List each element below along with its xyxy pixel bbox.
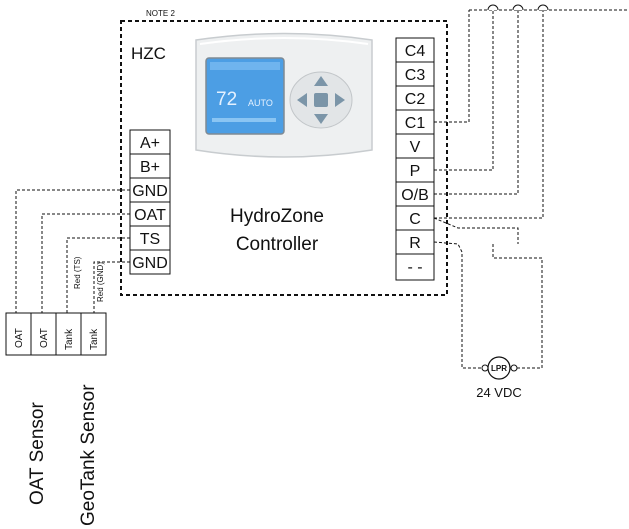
wire-lpr-return	[492, 244, 543, 369]
wire-o-b	[434, 10, 519, 195]
up-arrow-icon	[314, 76, 328, 86]
wire-r	[433, 241, 481, 369]
controller-name-line2: Controller	[236, 234, 319, 255]
wire-c-lower	[433, 217, 519, 244]
wire-oat	[41, 213, 130, 313]
wire-label-red-gnd: Red (GND)	[96, 262, 105, 302]
left-terminal-block: A+ B+ GND OAT TS GND	[129, 129, 171, 275]
control-wires	[433, 9, 629, 369]
note-label: NOTE 2	[146, 9, 175, 18]
controller-tag: HZC	[131, 44, 166, 63]
controller-enclosure	[120, 20, 448, 296]
terminal-b-plus: B+	[140, 159, 160, 176]
wire-hops	[487, 4, 549, 11]
terminal-p: P	[410, 163, 421, 180]
thermostat-mode: AUTO	[248, 98, 273, 108]
wire-gnd-tank	[93, 261, 130, 313]
terminal-a-plus: A+	[140, 135, 160, 152]
wire-c-upper	[434, 10, 544, 219]
wire-gnd-oat	[15, 189, 130, 313]
terminal-gnd-1: GND	[132, 183, 168, 200]
center-button-icon	[314, 93, 328, 107]
down-arrow-icon	[314, 114, 328, 124]
right-terminal-block: C4 C3 C2 C1 V P O/B C R - -	[395, 37, 435, 281]
thermostat-device: 72 AUTO	[195, 32, 373, 158]
oat-sensor-label: OAT Sensor	[27, 402, 48, 505]
terminal-c3: C3	[405, 67, 426, 84]
thermostat-temp: 72	[216, 89, 237, 110]
terminal-c1: C1	[405, 115, 426, 132]
right-arrow-icon	[335, 93, 345, 107]
terminal-c2: C2	[405, 91, 426, 108]
terminal-c: C	[409, 211, 421, 228]
wire-c1	[434, 10, 470, 123]
terminal-r: R	[409, 235, 421, 252]
lpr-voltage-label: 24 VDC	[476, 385, 522, 400]
thermostat-dpad	[289, 71, 353, 129]
lpr-label: LPR	[491, 364, 507, 373]
terminal-v: V	[410, 139, 421, 156]
sensor-terminal-tank-1: Tank	[64, 328, 75, 350]
wire-p	[434, 10, 494, 171]
terminal-blank: - -	[407, 259, 422, 276]
wire-ts	[66, 237, 130, 313]
sensor-terminal-oat-1: OAT	[14, 328, 25, 348]
sensor-terminal-strip: OAT OAT Tank Tank	[5, 312, 107, 356]
sensor-terminal-tank-2: Tank	[89, 328, 100, 350]
terminal-ts: TS	[140, 231, 160, 248]
terminal-gnd-2: GND	[132, 255, 168, 272]
controller-name-line1: HydroZone	[230, 206, 324, 227]
terminal-oat: OAT	[134, 207, 166, 224]
lpr-relay: LPR	[481, 356, 518, 380]
sensor-terminal-oat-2: OAT	[39, 328, 50, 348]
geotank-sensor-label: GeoTank Sensor	[78, 384, 99, 526]
sensor-wires	[15, 189, 130, 313]
wire-label-red-ts: Red (TS)	[73, 256, 82, 289]
terminal-o-b: O/B	[401, 187, 429, 204]
thermostat-screen	[205, 57, 285, 135]
terminal-c4: C4	[405, 43, 426, 60]
left-arrow-icon	[297, 93, 307, 107]
